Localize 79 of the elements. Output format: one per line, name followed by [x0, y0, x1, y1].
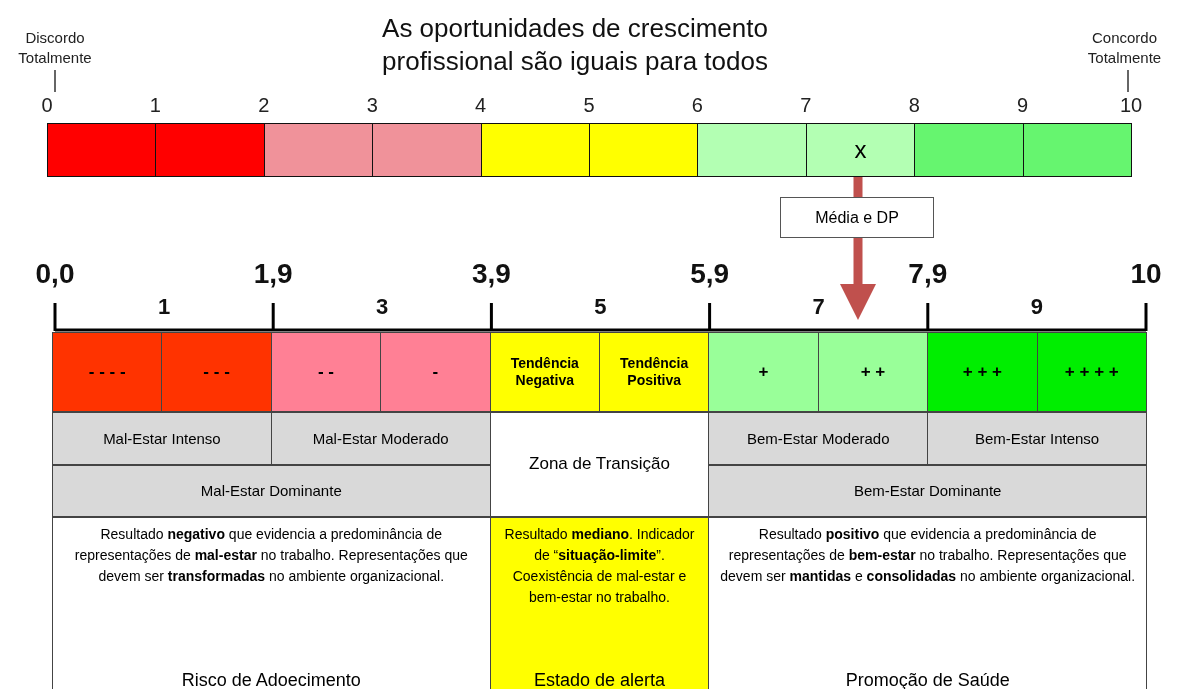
rating-cell — [480, 123, 590, 177]
level-cell — [489, 332, 600, 412]
rating-cell — [589, 123, 699, 177]
cell-label: Tendência Negativa — [509, 355, 580, 389]
level-cell — [927, 332, 1038, 412]
scale-band-number: 7 — [811, 294, 826, 320]
category-cell — [489, 412, 710, 517]
rating-cell — [155, 123, 265, 177]
scale-value: 1,9 — [252, 258, 294, 290]
level-cell — [161, 332, 272, 412]
cell-label: Mal-Estar Moderado — [312, 429, 449, 448]
cell-label: Zona de Transição — [529, 454, 670, 475]
scale-number: 7 — [799, 94, 813, 117]
scale-number: 8 — [907, 94, 921, 117]
cell-label: - - - — [203, 361, 230, 383]
scale-value: 5,9 — [689, 258, 731, 290]
cell-label: + + + + — [1064, 361, 1119, 383]
chart-title: As oportunidades de crescimento profissional são iguais para todos — [381, 12, 769, 78]
scale-number: 0 — [40, 94, 54, 117]
cell-label: Bem-Estar Intenso — [974, 429, 1100, 448]
scale-band-number: 1 — [156, 294, 172, 320]
description-cell — [708, 517, 1147, 689]
outcome-heading: Estado de alerta — [533, 670, 666, 689]
category-cell — [708, 412, 929, 465]
description-text: Resultado positivo que evidencia a predominância de representações de bem-estar no trabalho. Representações que devem ser mantidas e consolidadas no ambiente organizacional. — [719, 525, 1137, 586]
scale-number: 6 — [690, 94, 704, 117]
cell-label: - - - - — [88, 361, 126, 383]
level-cell — [380, 332, 491, 412]
cell-label: - - — [317, 361, 334, 383]
cell-label: Bem-Estar Moderado — [747, 429, 890, 448]
rating-cell — [697, 123, 807, 177]
scale-number: 1 — [148, 94, 162, 117]
scale-band-number: 9 — [1029, 294, 1044, 320]
rating-cell — [805, 123, 916, 177]
scale-number: 9 — [1016, 94, 1030, 117]
scale-number: 4 — [474, 94, 488, 117]
scale-number: 3 — [365, 94, 379, 117]
scale-end-label: Concordo Totalmente — [1086, 28, 1163, 68]
scale-number: 5 — [582, 94, 596, 117]
description-text: Resultado mediano. Indicador de “situação-limite”. Coexistência de mal-estar e bem-estar no trabalho. — [503, 525, 696, 607]
scale-band-number: 5 — [593, 294, 608, 320]
description-cell — [489, 517, 710, 689]
level-cell — [817, 332, 929, 412]
level-cell — [708, 332, 819, 412]
scale-value: 10 — [1129, 258, 1163, 290]
scale-value: 3,9 — [470, 258, 512, 290]
rating-cell — [372, 123, 482, 177]
scale-value: 7,9 — [907, 258, 949, 290]
edge-label: Média e DP — [780, 197, 934, 238]
cell-label: + + + — [962, 361, 1002, 383]
category-cell — [708, 465, 1147, 517]
description-cell — [52, 517, 491, 689]
scale-end-label: Discordo Totalmente — [17, 28, 93, 68]
scale-value: 0,0 — [34, 258, 76, 290]
scale-number: 2 — [257, 94, 271, 117]
rating-cell — [914, 123, 1024, 177]
cell-label: - — [432, 361, 439, 383]
category-cell — [270, 412, 491, 465]
scale-number: 10 — [1118, 94, 1144, 117]
scale-band-number: 3 — [375, 294, 390, 320]
cell-label: + + — [860, 361, 886, 383]
cell-label: + — [758, 361, 769, 383]
outcome-heading: Risco de Adoecimento — [181, 670, 361, 689]
rating-cell — [1022, 123, 1132, 177]
cell-label: Bem-Estar Dominante — [853, 482, 1002, 500]
description-text: Resultado negativo que evidencia a predominância de representações de mal-estar no trabalho. Representações que devem ser transformadas no ambiente organizacional. — [73, 525, 469, 586]
mark-symbol: x — [854, 135, 867, 165]
level-cell — [270, 332, 382, 412]
category-cell — [52, 465, 491, 517]
level-cell — [599, 332, 710, 412]
level-cell — [1036, 332, 1147, 412]
category-cell — [927, 412, 1147, 465]
category-cell — [52, 412, 272, 465]
cell-label: Tendência Positiva — [619, 355, 690, 389]
cell-label: Mal-Estar Intenso — [103, 429, 221, 448]
cell-label: Mal-Estar Dominante — [200, 482, 342, 500]
level-cell — [52, 332, 163, 412]
rating-cell — [263, 123, 374, 177]
rating-cell — [47, 123, 157, 177]
